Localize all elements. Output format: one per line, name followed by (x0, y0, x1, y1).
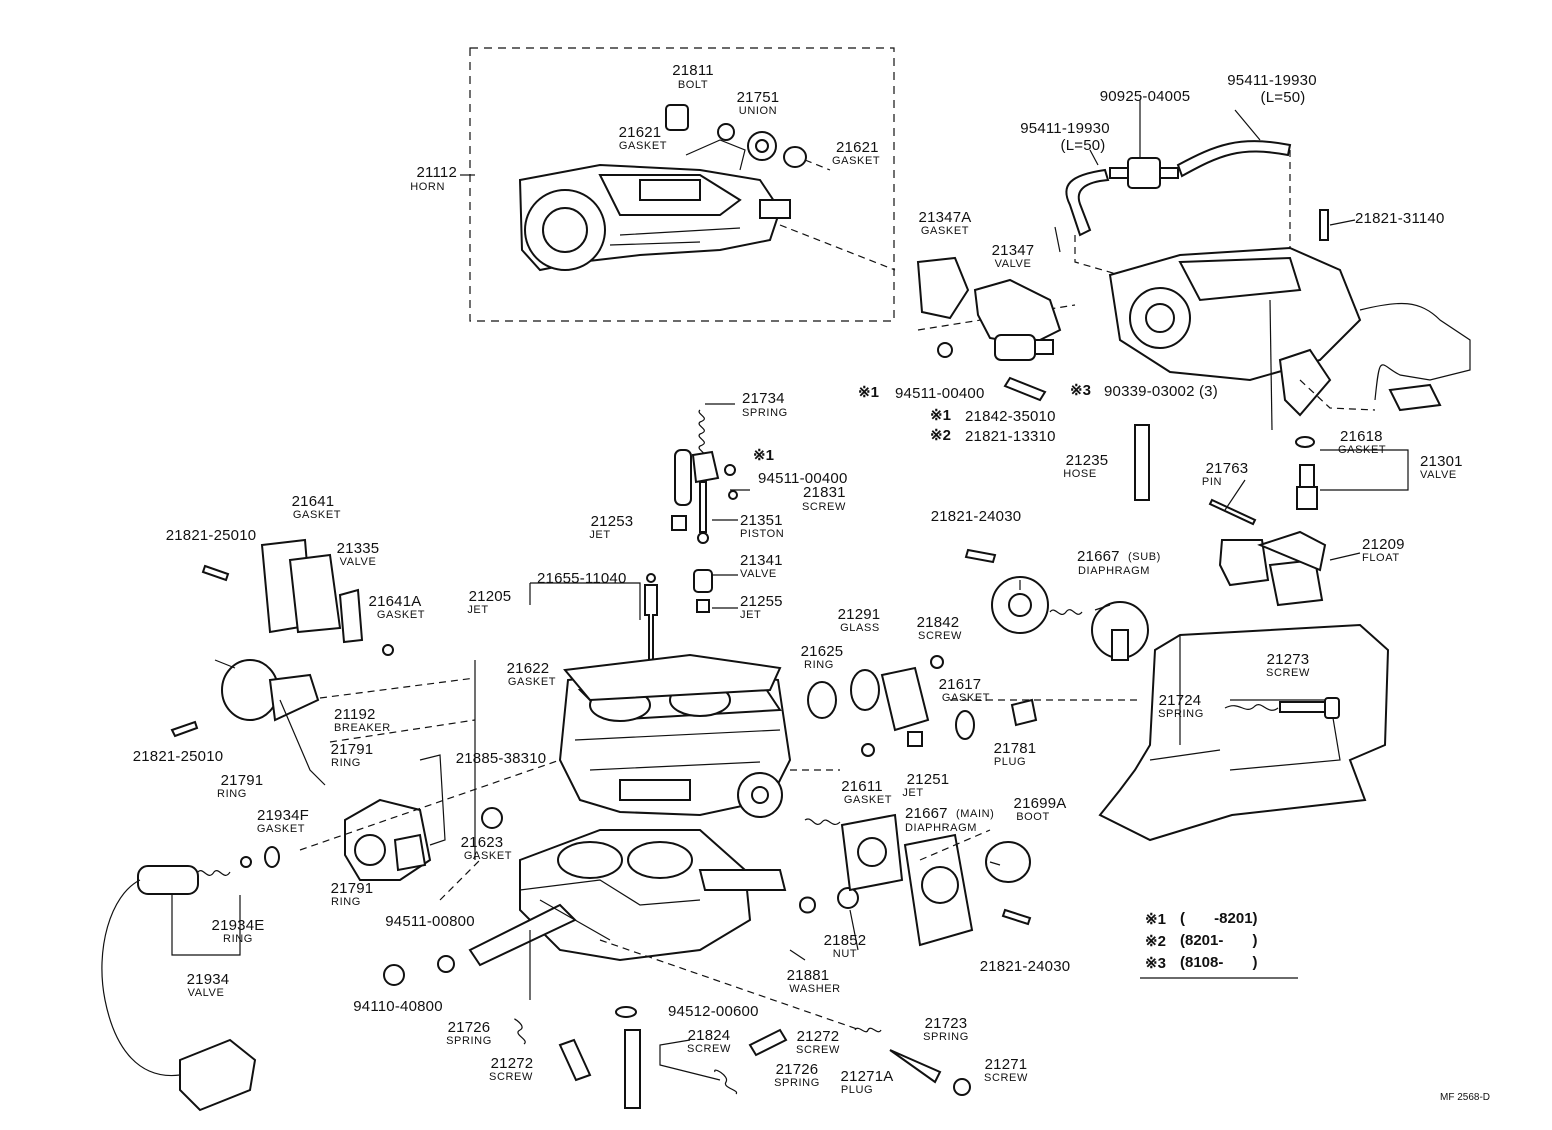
gasket-21347a (916, 256, 970, 320)
valve-21301 (1296, 464, 1318, 510)
lever-wire (1359, 302, 1471, 401)
float-21209 (1218, 530, 1327, 607)
screw-21824 (624, 1029, 641, 1109)
hose-21235 (1134, 424, 1150, 501)
throttle-body-lower (519, 829, 787, 962)
jet-21251 (907, 731, 923, 747)
spring-main (804, 818, 841, 825)
horn-carburetor-assembly (518, 163, 791, 272)
gasket-21641a (382, 644, 394, 656)
gasket-21617 (955, 710, 975, 740)
diaphragm-sub-assembly (991, 576, 1149, 661)
carburetor-body-right (1108, 246, 1362, 431)
boot-21699a (985, 841, 1031, 883)
spring-21726-right (714, 1069, 738, 1095)
screw-21842-small (930, 655, 944, 669)
pin-21763 (1208, 498, 1257, 526)
screw-21821-25010-top (201, 564, 230, 582)
spring-21726-left (514, 1018, 526, 1045)
rod-21885 (419, 754, 446, 846)
gasket-21934f (264, 846, 280, 868)
washer-21881 (798, 896, 817, 914)
screw-21271 (889, 1049, 942, 1084)
carburetor-lower-right (1098, 623, 1390, 842)
fuel-filter-90925 (1109, 157, 1179, 189)
breaker-21192 (214, 659, 326, 786)
screw-21272-right (748, 1028, 788, 1057)
screw-21821-31140 (1319, 209, 1329, 241)
gasket-21622 (563, 653, 782, 702)
screw-21842 (1003, 376, 1047, 402)
plug-21271a (953, 1078, 971, 1096)
gaskets-21641 (260, 538, 342, 634)
glass-cover (880, 666, 930, 732)
nut-21852 (837, 887, 859, 909)
gasket-21618 (1295, 436, 1315, 448)
valve-21934 (101, 856, 257, 1112)
nut-94511-00800 (437, 955, 455, 973)
jet-21205 (644, 584, 658, 669)
throttle-positioner (344, 798, 432, 881)
gasket-21623 (481, 807, 503, 829)
screw-21272-left (558, 1038, 592, 1082)
ring-21625 (807, 681, 837, 719)
gasket-21611 (861, 743, 875, 757)
horn-assembly-frame (469, 47, 895, 322)
hose-95411-left (1065, 168, 1110, 237)
screw-21273 (1224, 697, 1340, 719)
piston-spring-stack (671, 409, 738, 613)
washer-94512 (615, 1006, 637, 1018)
nut-94511-00400 (937, 342, 953, 358)
spring-21723 (854, 1027, 882, 1033)
nut-94110 (383, 964, 405, 986)
screw-21821-25010-bottom (170, 720, 199, 738)
bolt-union-gaskets (665, 104, 807, 171)
plug-21781 (1010, 698, 1038, 727)
screw-21821-24030-bottom (1001, 908, 1032, 926)
valve-21347 (973, 278, 1062, 361)
valve-21335 (338, 588, 364, 644)
hose-95411-right (1176, 140, 1292, 178)
linkage-levers (468, 899, 611, 1000)
reference-code: MF 2568-D (1440, 1092, 1491, 1103)
diaphragm-main-assembly (840, 813, 974, 947)
glass-21291 (850, 669, 880, 711)
screw-21821-24030-top (964, 548, 997, 564)
